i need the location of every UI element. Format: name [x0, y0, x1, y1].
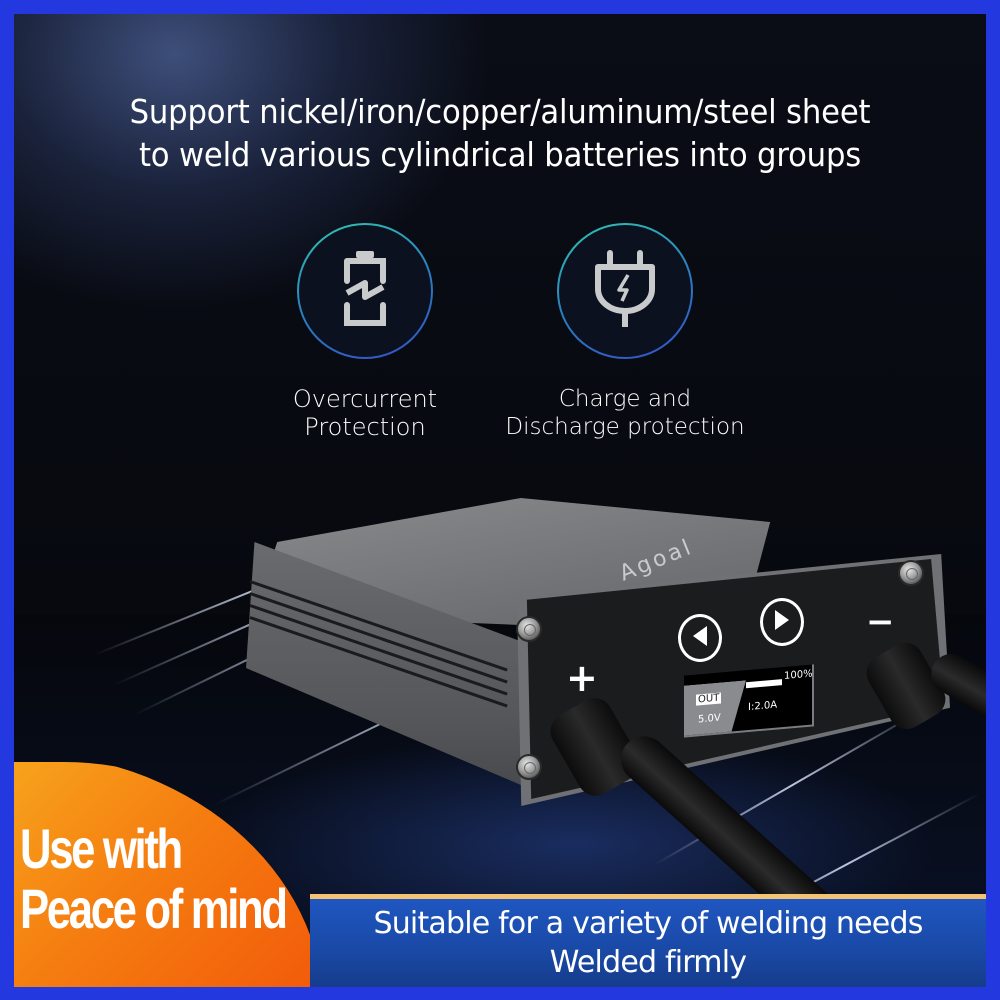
- lcd-current: I:2.0A: [748, 699, 778, 714]
- feature-charge-discharge: Charge and Discharge protection: [485, 223, 765, 441]
- lcd-mode-tag: OUT: [696, 692, 722, 706]
- triangle-left-icon: [691, 624, 709, 653]
- screw-icon: [898, 560, 924, 586]
- negative-terminal-label: −: [866, 602, 895, 642]
- ribbon-line-1: Suitable for a variety of welding needs: [373, 906, 923, 941]
- spot-welder-device: Agoal + − OUT 5.0V 100% I:2.0A: [14, 14, 986, 987]
- lcd-mode-panel: [684, 680, 746, 737]
- lcd-voltage: 5.0V: [698, 712, 721, 726]
- positive-terminal-label: +: [566, 656, 598, 700]
- bottom-ribbon: [310, 894, 986, 987]
- product-banner: Support nickel/iron/copper/aluminum/stee…: [14, 14, 986, 987]
- lcd-display: OUT 5.0V 100% I:2.0A: [684, 664, 814, 738]
- badge-line-2: Peace of mind: [20, 877, 288, 940]
- plug-bolt-icon: [590, 249, 660, 334]
- badge-line-1: Use with: [20, 817, 183, 880]
- feature-label: Overcurrent Protection: [292, 385, 438, 441]
- next-button[interactable]: [760, 598, 804, 646]
- lcd-battery-bar: [746, 679, 782, 689]
- headline-line-2: to weld various cylindrical batteries in…: [138, 135, 862, 174]
- ribbon-text: Suitable for a variety of welding needs …: [310, 904, 986, 982]
- headline-line-1: Support nickel/iron/copper/aluminum/stee…: [129, 92, 871, 131]
- screw-icon: [516, 754, 542, 780]
- battery-bolt-icon: [337, 249, 393, 334]
- screw-icon: [516, 616, 542, 642]
- triangle-right-icon: [773, 608, 791, 637]
- lcd-battery-percent: 100%: [784, 668, 813, 682]
- previous-button[interactable]: [678, 614, 722, 662]
- feature-ring: [557, 223, 693, 359]
- headline: Support nickel/iron/copper/aluminum/stee…: [48, 90, 952, 176]
- feature-ring: [297, 223, 433, 359]
- badge-text: Use with Peace of mind: [20, 817, 288, 940]
- feature-label: Charge and Discharge protection: [505, 386, 745, 440]
- feature-overcurrent: Overcurrent Protection: [225, 223, 505, 441]
- ribbon-line-2: Welded firmly: [549, 945, 747, 980]
